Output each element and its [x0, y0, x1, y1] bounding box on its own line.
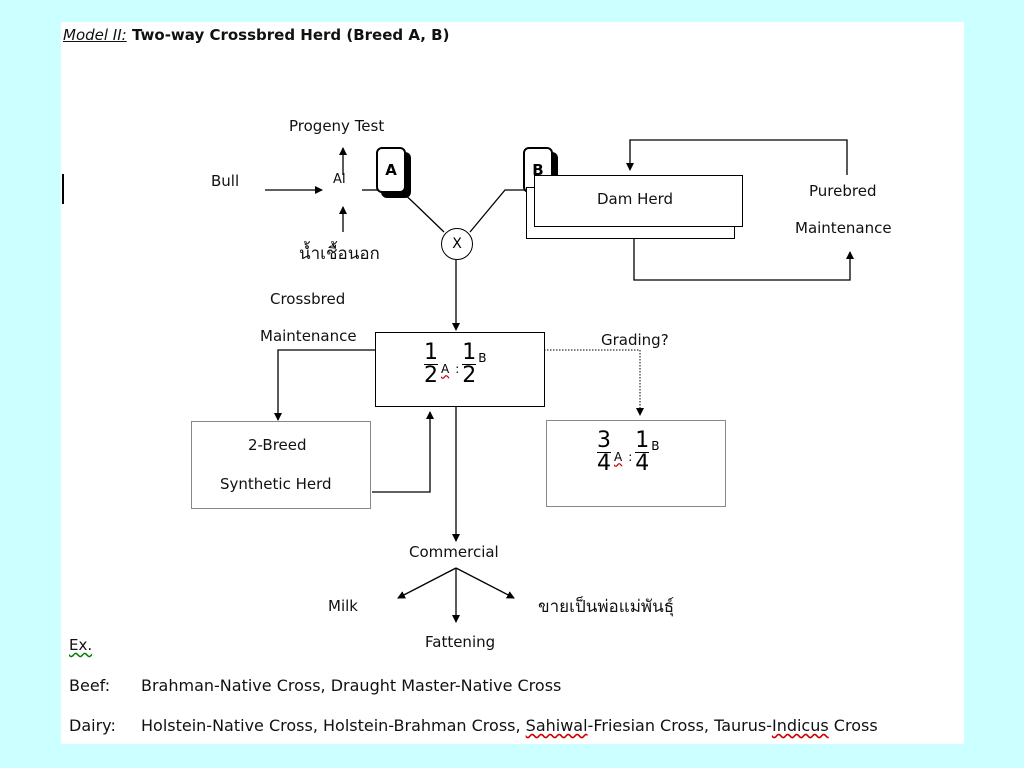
synthetic-herd-box — [191, 421, 371, 509]
maintenance-left-label: Maintenance — [260, 327, 357, 345]
purebred-loop-top — [626, 139, 848, 175]
frac-num: 3 — [597, 428, 611, 453]
dairy-text-part: -Friesian Cross, Taurus- — [587, 716, 772, 735]
frac-sup: B — [651, 438, 660, 453]
half-cross-box — [375, 332, 545, 407]
frac-sub: A — [614, 449, 623, 464]
frac-num: 1 — [462, 340, 477, 365]
half-to-synthetic-arrow — [274, 349, 376, 421]
page-title: Model II: Two-way Crossbred Herd (Breed … — [63, 26, 449, 44]
a-to-cross-line — [399, 189, 445, 233]
grading-label: Grading? — [601, 331, 669, 349]
synthetic-line2: Synthetic Herd — [220, 475, 332, 493]
beef-label: Beef: — [69, 676, 111, 695]
dam-herd-box — [534, 175, 743, 227]
purebred-loop-bottom — [633, 237, 854, 281]
dairy-text-sahiwal: Sahiwal — [525, 716, 588, 735]
sell-breeding-label: ขายเป็นพ่อแม่พันธุ์ — [538, 597, 675, 617]
dairy-label: Dairy: — [69, 716, 116, 735]
frac-num: 1 — [424, 340, 438, 365]
title-text: Two-way Crossbred Herd (Breed A, B) — [131, 26, 450, 44]
frac-colon: : — [455, 361, 460, 376]
frac-colon: : — [628, 449, 633, 464]
text-cursor — [62, 174, 64, 204]
semen-label: น้ำเชื้อนอก — [299, 244, 380, 264]
quarter-cross-box — [546, 420, 726, 507]
frac-sub: A — [441, 361, 450, 376]
progeny-test-label: Progeny Test — [289, 117, 385, 135]
frac-den: 2 — [424, 363, 438, 388]
commercial-label: Commercial — [409, 543, 499, 561]
dairy-text-indicus: Indicus — [771, 716, 829, 735]
grading-dotted-arrow — [544, 349, 644, 416]
frac-den: 4 — [635, 451, 650, 476]
cross-symbol: X — [441, 228, 473, 260]
synthetic-line1: 2-Breed — [248, 436, 307, 454]
frac-den: 2 — [462, 363, 477, 388]
maintenance-right-label: Maintenance — [795, 219, 892, 237]
frac-num: 1 — [635, 428, 650, 453]
title-prefix: Model II: — [63, 26, 127, 44]
fattening-label: Fattening — [425, 633, 496, 651]
b-to-cross-line — [469, 189, 530, 233]
dairy-text-part: Holstein-Native Cross, Holstein-Brahman … — [141, 716, 526, 735]
milk-label: Milk — [328, 597, 358, 615]
ai-label: AI — [333, 172, 346, 187]
examples-heading: Ex. — [69, 636, 93, 654]
bull-label: Bull — [211, 172, 240, 190]
to-sell-arrow — [455, 567, 515, 599]
dairy-text-part: Cross — [828, 716, 878, 735]
to-milk-arrow — [397, 567, 457, 599]
purebred-label: Purebred — [809, 182, 877, 200]
synthetic-to-half-arrow — [372, 411, 434, 493]
breed-a-tag: A — [376, 147, 406, 193]
dairy-examples: Holstein-Native Cross, Holstein-Brahman … — [141, 716, 878, 735]
dam-herd-label: Dam Herd — [597, 190, 674, 208]
frac-den: 4 — [597, 451, 611, 476]
beef-examples: Brahman-Native Cross, Draught Master-Nat… — [141, 676, 562, 695]
crossbred-label: Crossbred — [270, 290, 346, 308]
frac-sup: B — [478, 350, 487, 365]
